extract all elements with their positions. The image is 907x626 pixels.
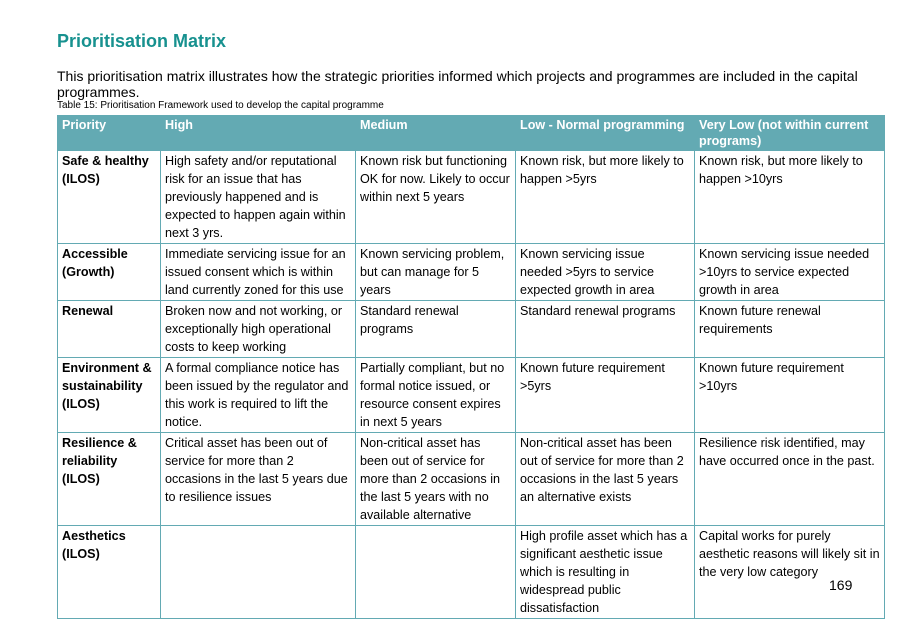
cell-very-low: Known risk, but more likely to happen >1… [694,150,885,244]
cell-low: Standard renewal programs [515,300,695,358]
cell-high: A formal compliance notice has been issu… [160,357,356,433]
table-row: Safe & healthy (ILOS)High safety and/or … [57,150,885,244]
cell-low: Known future requirement >5yrs [515,357,695,433]
table-row: Resilience & reliability (ILOS)Critical … [57,432,885,526]
cell-medium: Known risk but functioning OK for now. L… [355,150,516,244]
cell-low: Known servicing issue needed >5yrs to se… [515,243,695,301]
table-caption: Table 15: Prioritisation Framework used … [57,100,384,111]
intro-paragraph: This prioritisation matrix illustrates h… [57,68,858,100]
cell-high: High safety and/or reputational risk for… [160,150,356,244]
cell-priority: Aesthetics (ILOS) [57,525,161,619]
cell-high: Critical asset has been out of service f… [160,432,356,526]
page-title: Prioritisation Matrix [57,31,227,51]
cell-medium: Non-critical asset has been out of servi… [355,432,516,526]
cell-priority: Renewal [57,300,161,358]
cell-very-low: Known servicing issue needed >10yrs to s… [694,243,885,301]
cell-very-low: Known future requirement >10yrs [694,357,885,433]
cell-low: Known risk, but more likely to happen >5… [515,150,695,244]
header-very-low: Very Low (not within current programs) [694,115,885,151]
header-low: Low - Normal programming [515,115,695,151]
cell-priority: Resilience & reliability (ILOS) [57,432,161,526]
cell-high: Broken now and not working, or exception… [160,300,356,358]
header-high: High [160,115,356,151]
cell-very-low: Known future renewal requirements [694,300,885,358]
table-row: Aesthetics (ILOS) High profile asset whic… [57,525,885,619]
header-medium: Medium [355,115,516,151]
cell-very-low: Capital works for purely aesthetic reaso… [694,525,885,619]
cell-medium [355,525,516,619]
table-header-row: Priority High Medium Low - Normal progra… [57,115,885,151]
table-row: Environment & sustainability (ILOS)A for… [57,357,885,433]
cell-medium: Partially compliant, but no formal notic… [355,357,516,433]
prioritisation-table: Priority High Medium Low - Normal progra… [57,115,885,619]
page-number: 169 [829,577,853,593]
cell-medium: Known servicing problem, but can manage … [355,243,516,301]
cell-high: Immediate servicing issue for an issued … [160,243,356,301]
header-priority: Priority [57,115,161,151]
cell-priority: Accessible (Growth) [57,243,161,301]
cell-medium: Standard renewal programs [355,300,516,358]
cell-priority: Safe & healthy (ILOS) [57,150,161,244]
cell-very-low: Resilience risk identified, may have occ… [694,432,885,526]
cell-low: High profile asset which has a significa… [515,525,695,619]
cell-priority: Environment & sustainability (ILOS) [57,357,161,433]
cell-high [160,525,356,619]
cell-low: Non-critical asset has been out of servi… [515,432,695,526]
table-row: Accessible (Growth)Immediate servicing i… [57,243,885,301]
